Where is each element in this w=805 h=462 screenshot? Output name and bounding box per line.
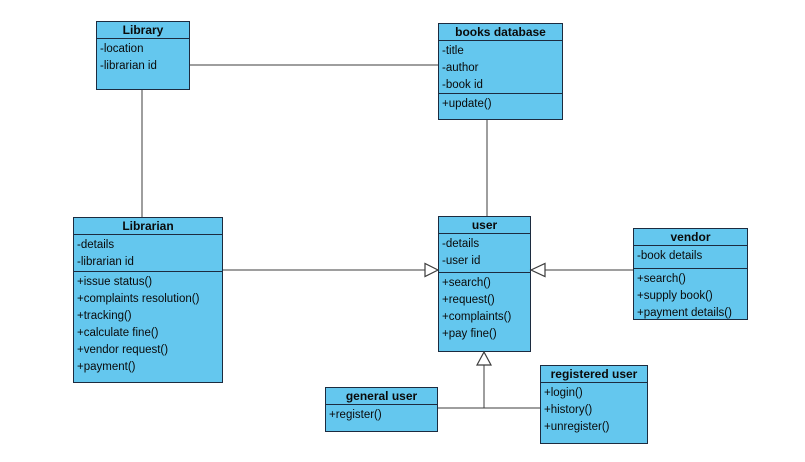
uml-class-general-user: general user +register() — [325, 387, 438, 432]
method: +complaints resolution() — [77, 293, 200, 305]
method: +request() — [442, 294, 495, 306]
uml-class-registered-user: registered user +login() +history() +unr… — [540, 365, 648, 444]
uml-class-books-database: books database -title -author -book id +… — [438, 23, 563, 120]
attribute: -book details — [637, 250, 703, 262]
generalization-arrow-at-user-bottom — [475, 350, 493, 366]
class-methods: +login() +history() +unregister() — [541, 383, 647, 443]
method: +search() — [637, 273, 686, 285]
attribute: -author — [442, 62, 479, 74]
method: +tracking() — [77, 310, 132, 322]
attribute: -location — [100, 43, 144, 55]
attribute: -librarian id — [100, 60, 157, 72]
attribute: -librarian id — [77, 256, 134, 268]
class-attributes: -location -librarian id — [97, 39, 189, 89]
class-methods: +update() — [439, 94, 562, 119]
class-title: vendor — [634, 229, 747, 246]
class-title: general user — [326, 388, 437, 405]
class-title: registered user — [541, 366, 647, 383]
class-title: user — [439, 217, 530, 234]
generalization-arrow-at-user-right — [529, 262, 546, 278]
uml-class-librarian: Librarian -details -librarian id +issue … — [73, 217, 223, 383]
method: +unregister() — [544, 421, 610, 433]
class-attributes: -details -user id — [439, 234, 530, 273]
method: +history() — [544, 404, 593, 416]
method: +vendor request() — [77, 344, 169, 356]
method: +supply book() — [637, 290, 713, 302]
method: +search() — [442, 277, 491, 289]
generalization-arrow-at-user-left — [424, 262, 440, 278]
class-attributes: -details -librarian id — [74, 235, 222, 272]
uml-class-user: user -details -user id +search() +reques… — [438, 216, 531, 352]
method: +payment() — [77, 361, 136, 373]
class-title: Librarian — [74, 218, 222, 235]
attribute: -details — [77, 239, 115, 251]
method: +payment details() — [637, 307, 732, 319]
class-methods: +search() +supply book() +payment detail… — [634, 269, 747, 322]
class-attributes: -title -author -book id — [439, 41, 562, 94]
uml-class-library: Library -location -librarian id — [96, 21, 190, 90]
attribute: -title — [442, 45, 464, 57]
class-methods: +issue status() +complaints resolution()… — [74, 272, 222, 382]
class-title: books database — [439, 24, 562, 41]
class-title: Library — [97, 22, 189, 39]
method: +pay fine() — [442, 328, 497, 340]
attribute: -user id — [442, 255, 481, 267]
method: +register() — [329, 409, 382, 421]
attribute: -book id — [442, 79, 483, 91]
method: +login() — [544, 387, 583, 399]
attribute: -details — [442, 238, 480, 250]
class-methods: +search() +request() +complaints() +pay … — [439, 273, 530, 351]
class-attributes: -book details — [634, 246, 747, 269]
method: +complaints() — [442, 311, 512, 323]
method: +calculate fine() — [77, 327, 159, 339]
uml-class-vendor: vendor -book details +search() +supply b… — [633, 228, 748, 320]
method: +issue status() — [77, 276, 153, 288]
method: +update() — [442, 98, 492, 110]
class-methods: +register() — [326, 405, 437, 431]
